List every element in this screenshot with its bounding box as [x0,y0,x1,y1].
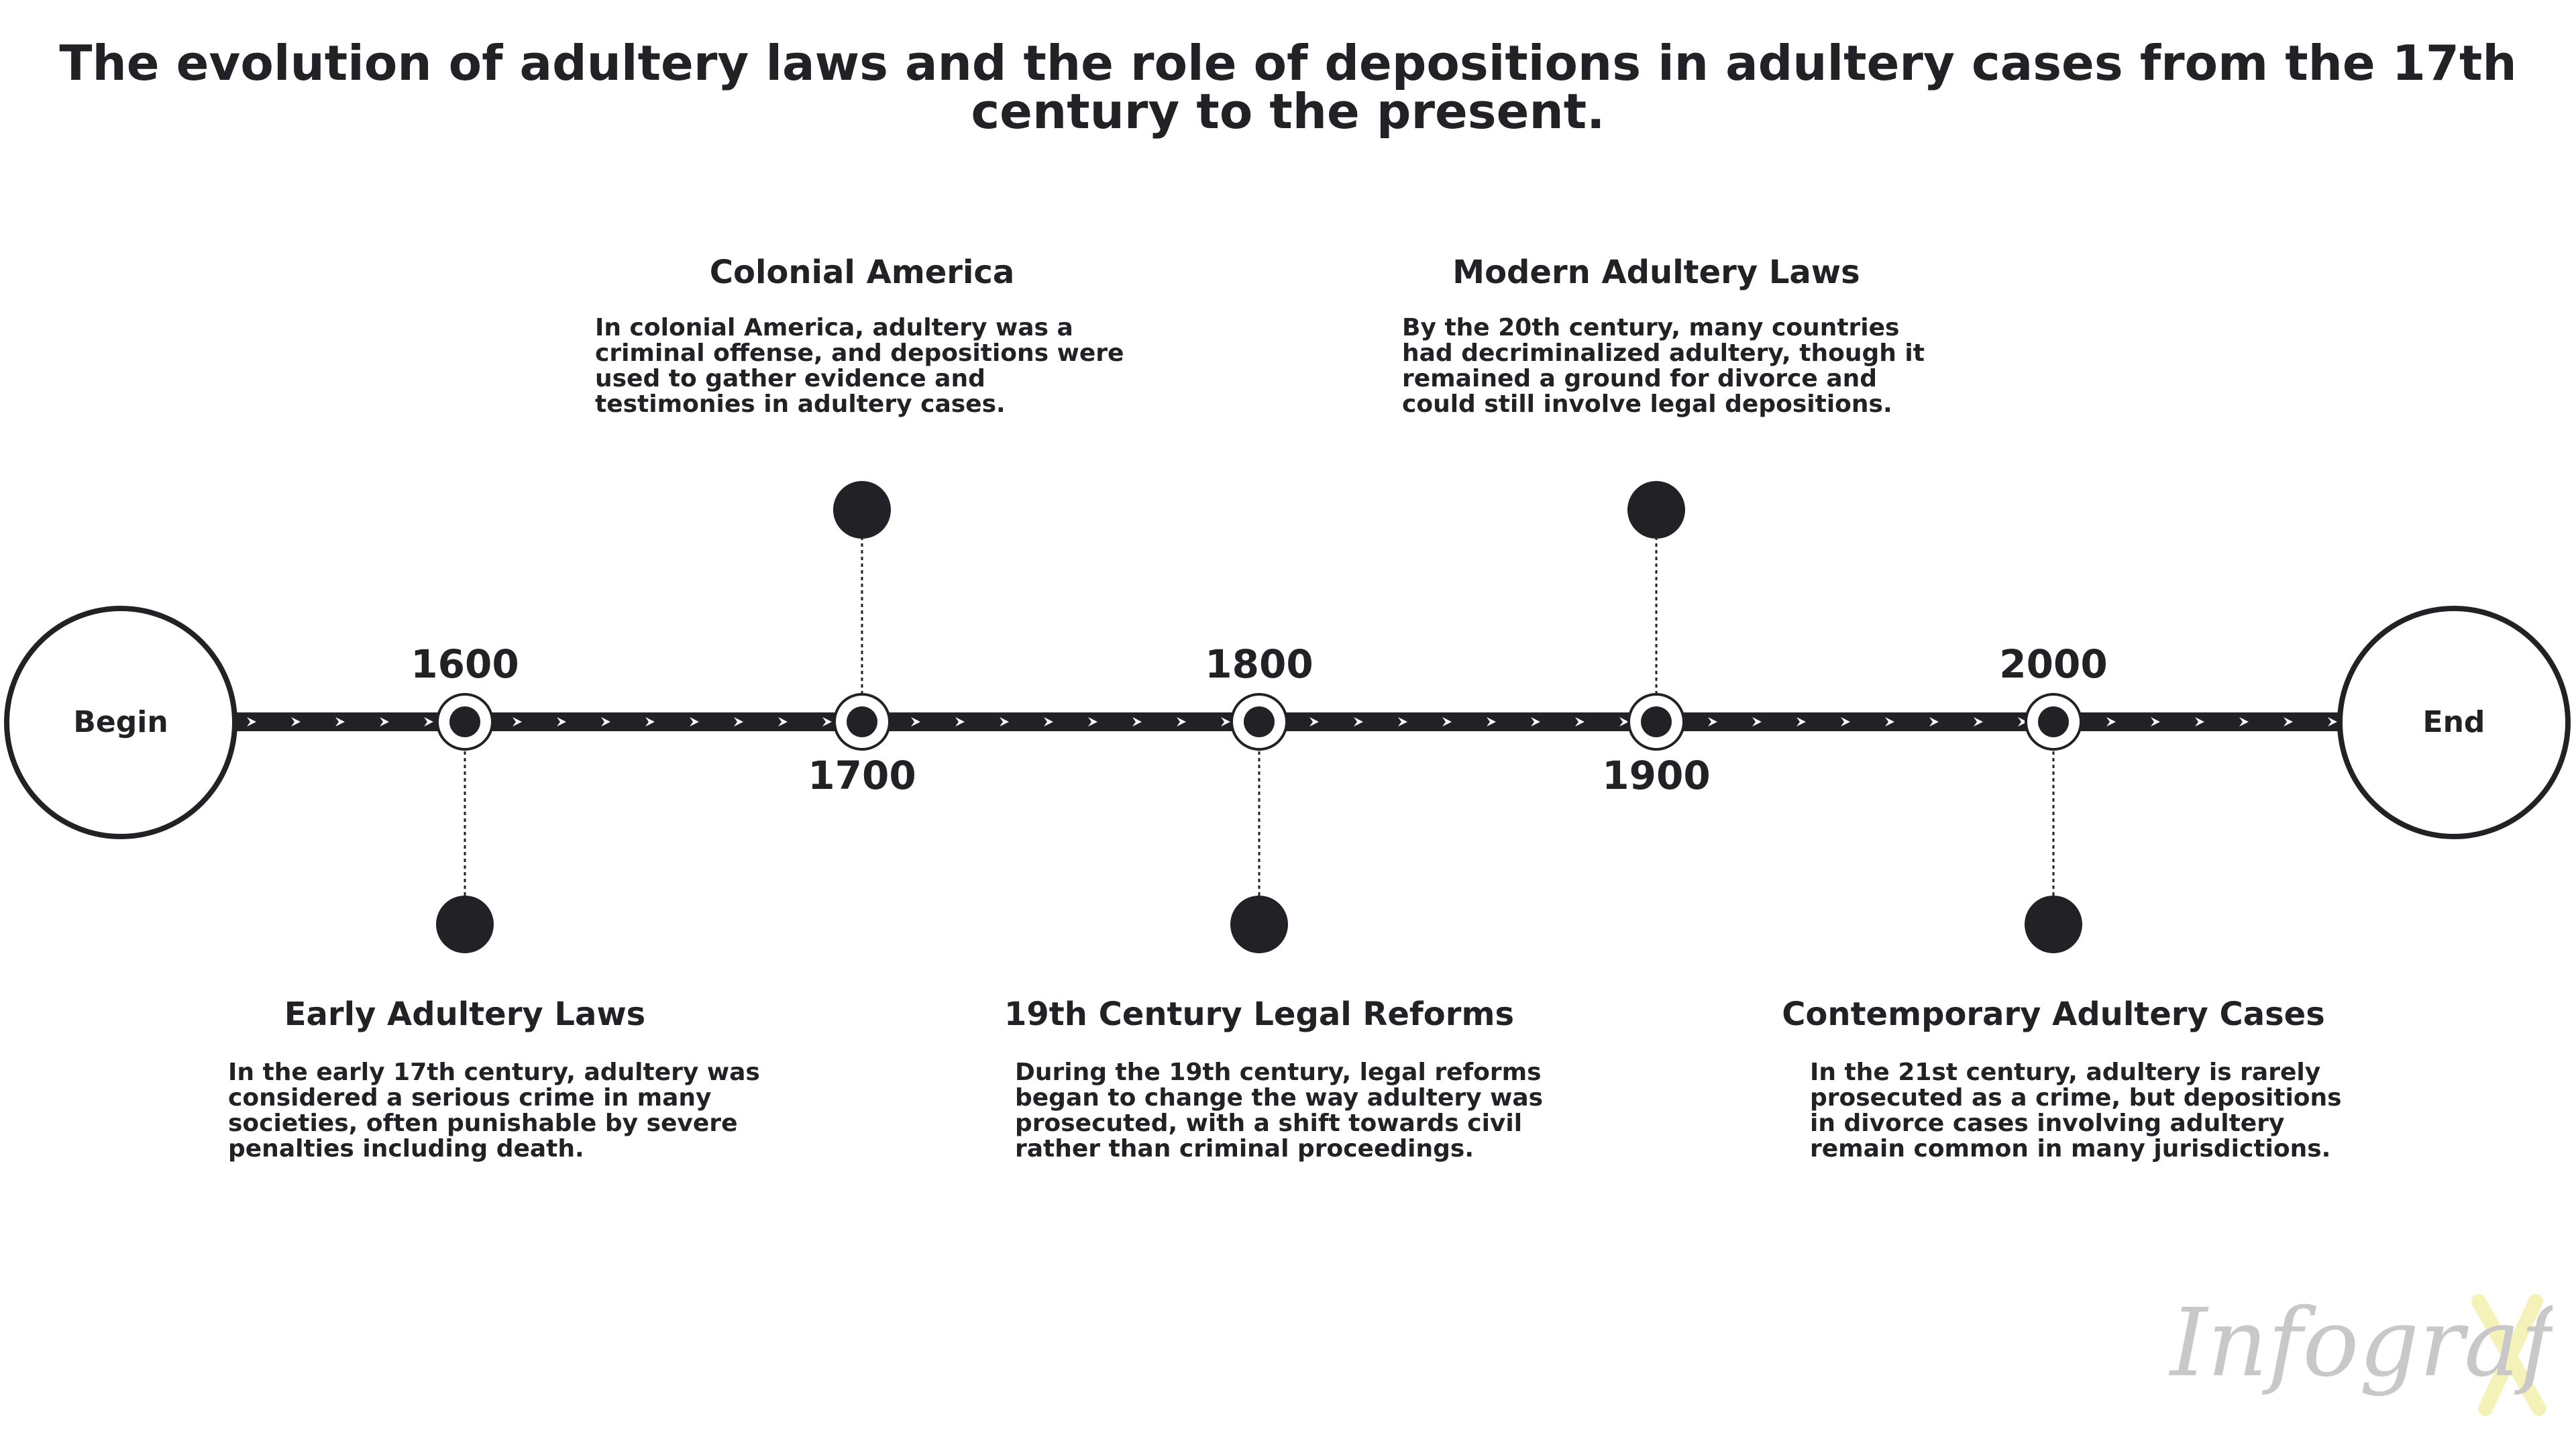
chevron-arrow [1487,717,1496,727]
chevron-arrow [1000,717,1009,727]
chevron-arrow [1221,717,1230,727]
end-label: End [2422,705,2485,739]
chevron-arrow [1044,717,1053,727]
chevron-arrow [1309,717,1319,727]
page-title: The evolution of adultery laws and the r… [59,35,2517,140]
event-description-1600: In the early 17th century, adultery was … [228,1059,760,1163]
year-label-1800: 1800 [1205,641,1313,687]
chevron-arrow [1619,717,1629,727]
begin-circle [4,606,237,839]
year-label-2000: 2000 [1999,641,2108,687]
chevron-arrow [335,717,345,727]
chevron-arrow [1398,717,1407,727]
year-label-1900: 1900 [1602,753,1711,798]
chevron-arrow [1575,717,1585,727]
chevron-arrow [1974,717,1983,727]
year-marker-1700 [833,693,891,751]
chevron-arrow [2328,717,2337,727]
event-dot-1700 [833,481,891,539]
chevron-arrow [1885,717,1894,727]
chevron-arrow [513,717,522,727]
event-title-1900: Modern Adultery Laws [1452,254,1860,291]
chevron-arrow [690,717,699,727]
year-marker-2000 [2025,693,2082,751]
chevron-arrow [1752,717,1762,727]
chevron-arrow [1841,717,1850,727]
chevron-arrow [380,717,389,727]
infografix-watermark: Infografix [2168,1289,2553,1416]
svg-text:Infografix: Infografix [2168,1289,2553,1398]
event-dot-1900 [1627,481,1685,539]
event-description-2000: In the 21st century, adultery is rarely … [1810,1059,2342,1163]
chevron-arrow [955,717,965,727]
chevron-arrow [557,717,566,727]
chevron-arrow [2195,717,2204,727]
event-dot-2000 [2025,896,2082,953]
event-dot-1800 [1230,896,1288,953]
year-marker-1600 [436,693,494,751]
chevron-arrow [2106,717,2116,727]
year-label-1600: 1600 [411,641,519,687]
event-description-1900: By the 20th century, many countries had … [1402,314,1925,418]
chevron-arrow [1354,717,1363,727]
event-dot-1600 [436,896,494,953]
year-marker-1800 [1230,693,1288,751]
chevron-arrow [247,717,256,727]
chevron-arrow [291,717,301,727]
chevron-arrow [778,717,788,727]
event-title-2000: Contemporary Adultery Cases [1782,996,2325,1033]
event-description-1700: In colonial America, adultery was a crim… [595,314,1124,418]
chevron-arrow [1088,717,1097,727]
year-marker-1900 [1627,693,1685,751]
chevron-arrow [911,717,920,727]
chevron-arrow [1708,717,1717,727]
chevron-arrow [424,717,433,727]
chevron-arrow [822,717,832,727]
year-label-1700: 1700 [808,753,916,798]
event-description-1800: During the 19th century, legal reforms b… [1015,1059,1544,1163]
chevron-arrow [2284,717,2293,727]
chevron-arrow [1929,717,1939,727]
chevron-arrow [601,717,610,727]
chevron-arrow [1531,717,1540,727]
event-title-1700: Colonial America [709,254,1015,291]
end-circle [2337,606,2571,839]
chevron-arrow [2239,717,2249,727]
chevron-arrow [645,717,655,727]
chevron-arrow [1442,717,1452,727]
chevron-arrow [734,717,743,727]
event-title-1600: Early Adultery Laws [284,996,646,1033]
begin-label: Begin [73,705,168,739]
chevron-arrow [1132,717,1142,727]
chevron-arrow [2018,717,2027,727]
event-title-1800: 19th Century Legal Reforms [1004,996,1515,1033]
chevron-arrow [1796,717,1806,727]
chevron-arrow [2151,717,2160,727]
chevron-arrow [1177,717,1186,727]
